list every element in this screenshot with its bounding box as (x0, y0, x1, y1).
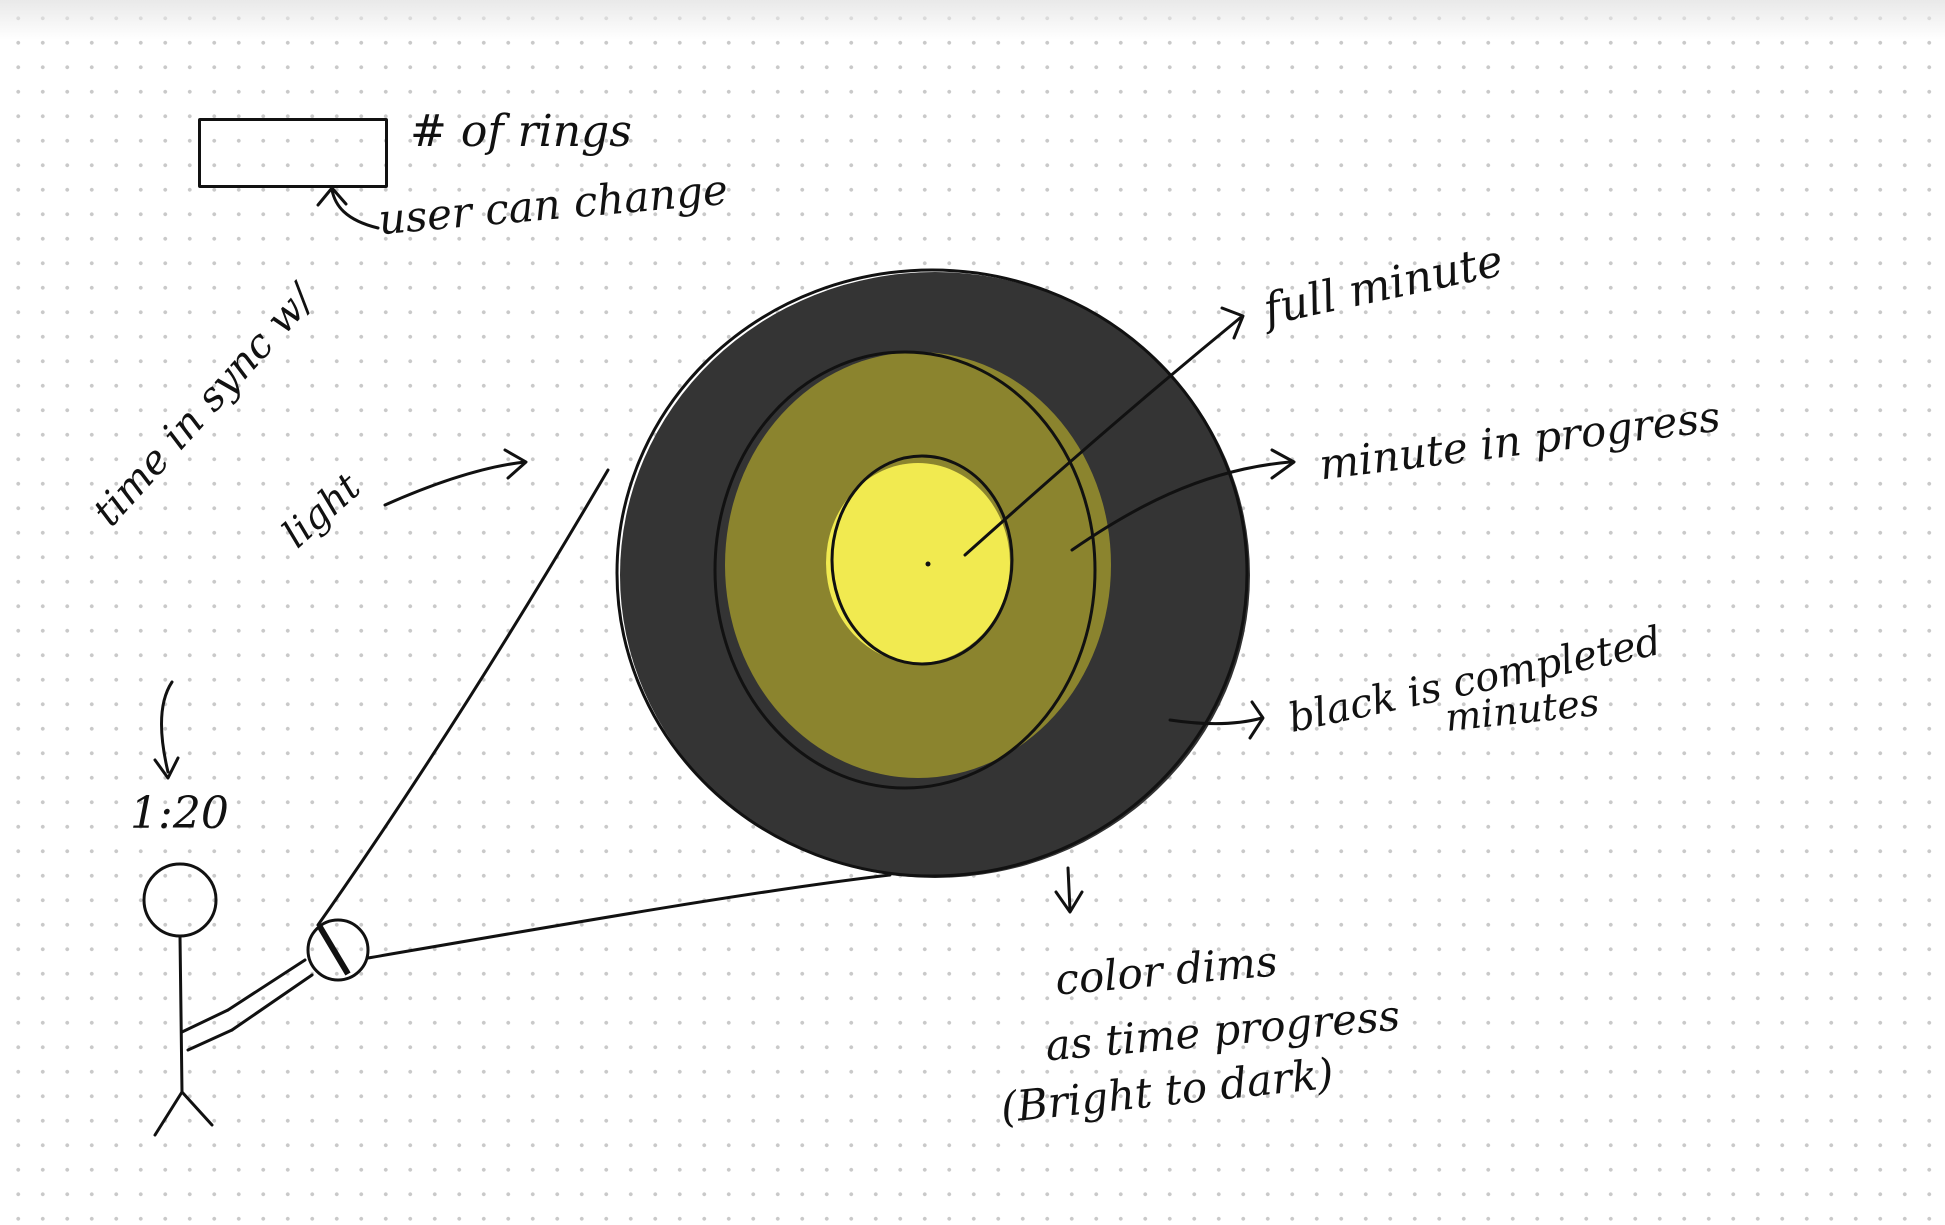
arrow-icon-down-to-clock (153, 680, 180, 780)
arrow-icon-black-completed (1168, 700, 1265, 740)
center-full-minute (826, 463, 1010, 663)
arrow-icon-color-dims (1054, 866, 1084, 914)
top-shadow (0, 0, 1945, 40)
light-cone-lines (316, 468, 892, 960)
stick-figure (142, 862, 314, 1137)
arrow-icon-minute-in-progress (1070, 448, 1296, 552)
arrow-icon-user-can-change (316, 186, 380, 230)
watch-icon (306, 918, 370, 982)
arrow-icon-full-minute (963, 306, 1245, 557)
clock-time-label: 1:20 (130, 788, 229, 839)
arrow-icon-time-in-sync (383, 448, 528, 507)
time-rings (615, 268, 1250, 878)
annotation-arrows (153, 186, 1296, 914)
rings-count-label: # of rings (410, 106, 632, 157)
rings-count-input[interactable] (198, 118, 388, 188)
